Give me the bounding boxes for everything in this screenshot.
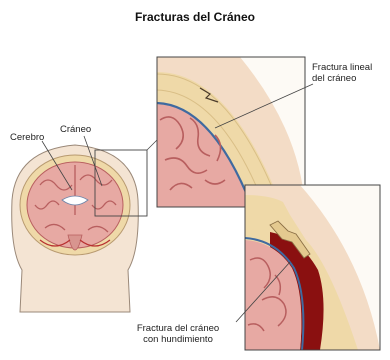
page-title: Fracturas del Cráneo: [0, 10, 390, 24]
linear-fracture-label-line1: Fractura lineal: [312, 62, 372, 73]
brain-label: Cerebro: [10, 132, 44, 143]
depressed-fracture-label-line2: con hundimiento: [108, 334, 248, 345]
depressed-fracture-label-line1: Fractura del cráneo: [108, 323, 248, 334]
head-diagram: [12, 136, 157, 312]
linear-fracture-label-line2: del cráneo: [312, 73, 356, 84]
depressed-fracture-inset: [236, 185, 380, 350]
skull-label: Cráneo: [60, 124, 91, 135]
